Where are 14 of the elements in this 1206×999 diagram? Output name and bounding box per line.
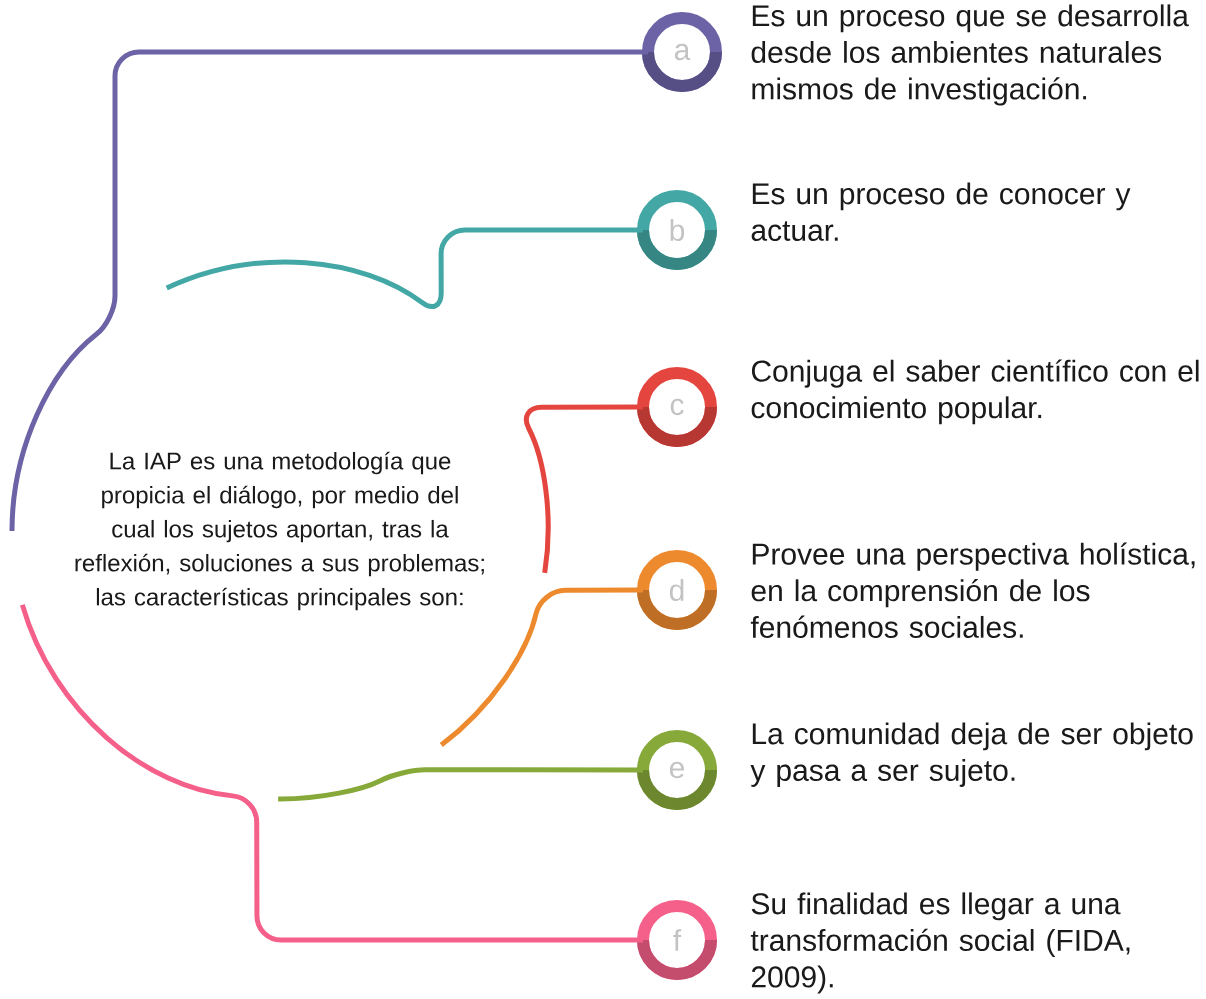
letter-ring: d xyxy=(637,550,717,630)
connector-line xyxy=(9,49,648,532)
letter-ring: c xyxy=(637,367,717,447)
letter-ring: e xyxy=(637,730,717,810)
description-text: Es un proceso que se desarrolla desde los ambientes naturales mismos de investigación. xyxy=(751,4,1189,106)
letter-ring: a xyxy=(642,12,722,92)
description-text: Provee una perspectiva holística, en la comprensión de los fenómenos sociales. xyxy=(750,542,1195,638)
description-text: Conjuga el saber científico con el conocimiento popular. xyxy=(751,359,1199,425)
description-text: Es un proceso de conocer y actuar. xyxy=(751,182,1131,241)
description-text: Su finalidad es llegar a una transformación social (FIDA, 2009). xyxy=(750,892,1130,994)
intro-text: La IAP es una metodología que propicia el diálogo, por medio del cual los sujetos aportan, tras la reflexión, soluciones a sus problemas; las características principales son: xyxy=(75,451,484,611)
letter-ring: b xyxy=(637,190,717,270)
description-text: La comunidad deja de ser objeto y pasa a ser sujeto. xyxy=(750,722,1193,787)
letter-ring: f xyxy=(637,900,717,980)
